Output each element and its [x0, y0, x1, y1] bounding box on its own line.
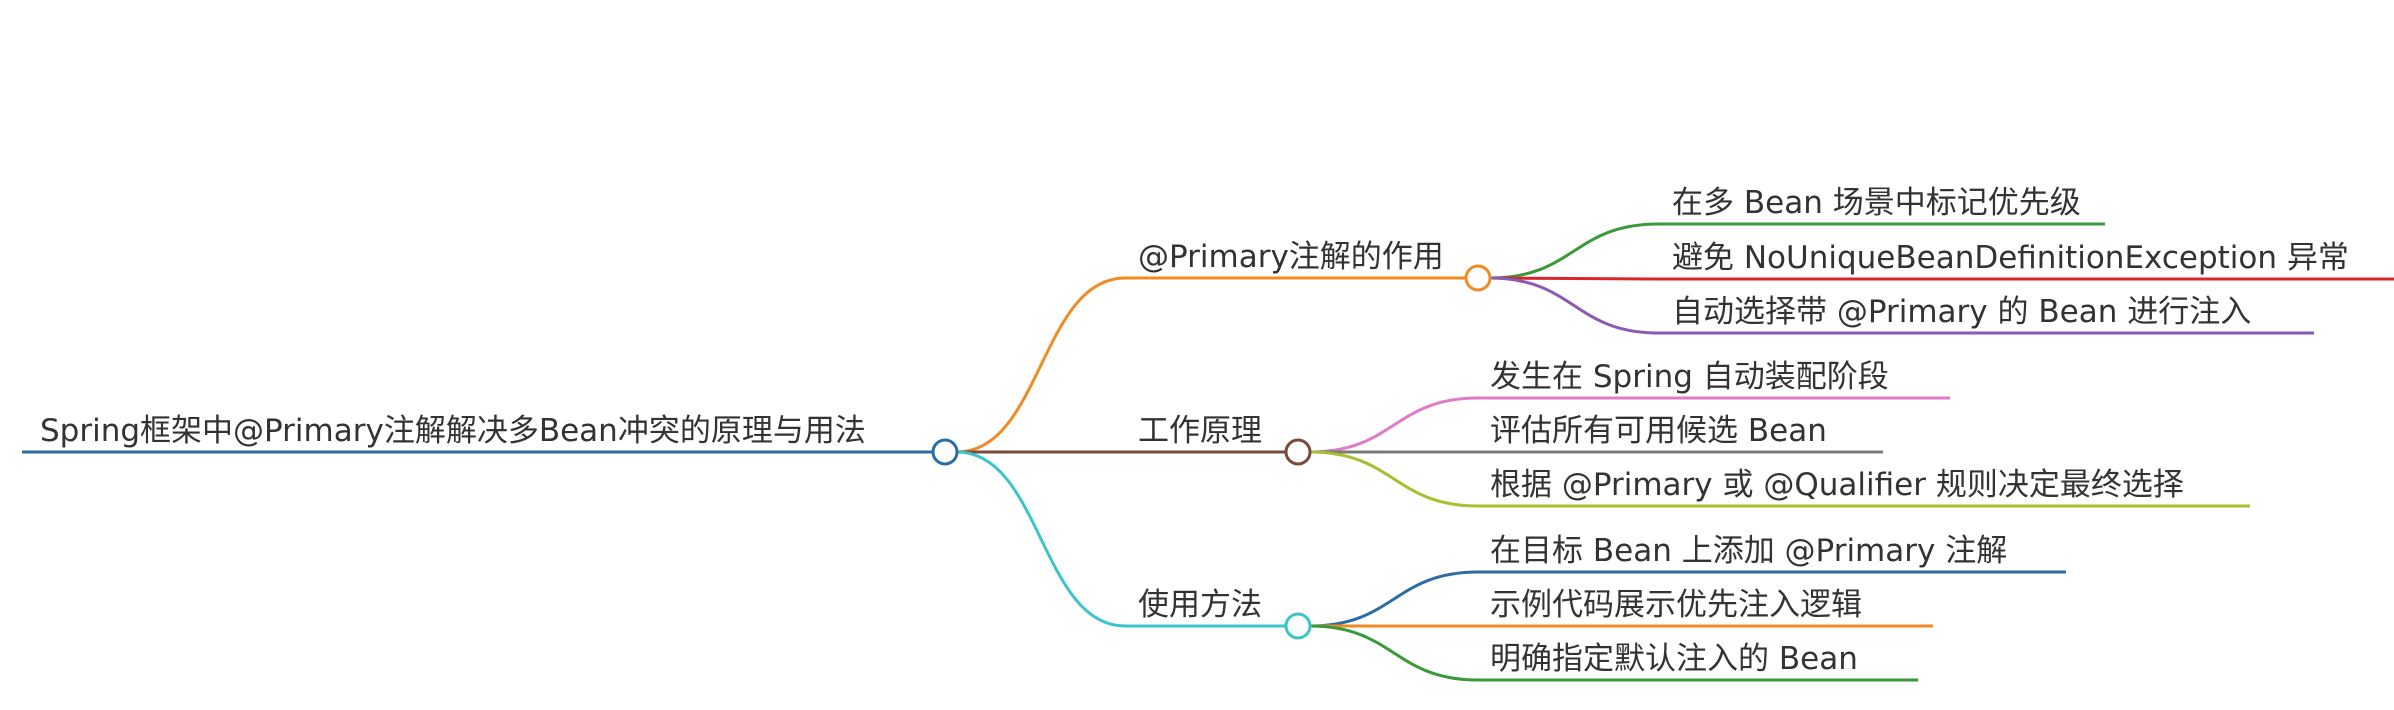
leaf-node[interactable]: 示例代码展示优先注入逻辑 — [1478, 587, 1933, 628]
leaf-node[interactable]: 在目标 Bean 上添加 @Primary 注解 — [1478, 533, 2066, 574]
leaf-node[interactable]: 自动选择带 @Primary 的 Bean 进行注入 — [1658, 294, 2314, 335]
branch-to-leaf-link — [1489, 222, 1659, 280]
branch-label-usage: 使用方法 — [1138, 587, 1262, 623]
branch-to-leaf-link — [1489, 276, 1659, 335]
branch-to-leaf-link — [1309, 396, 1479, 454]
root-to-branch-link — [956, 276, 1126, 454]
leaf-label: 评估所有可用候选 Bean — [1490, 413, 1827, 449]
branch-node-principle[interactable]: 工作原理 — [1125, 413, 1312, 466]
root-to-branch-link — [956, 450, 1126, 628]
leaf-label: 自动选择带 @Primary 的 Bean 进行注入 — [1672, 294, 2251, 330]
branch-node-function[interactable]: @Primary注解的作用 — [1125, 239, 1492, 292]
mindmap-links — [956, 222, 1659, 682]
leaf-label: 在多 Bean 场景中标记优先级 — [1672, 185, 2081, 221]
branch-label-principle: 工作原理 — [1138, 413, 1262, 449]
leaf-node[interactable]: 评估所有可用候选 Bean — [1478, 413, 1883, 454]
branch-to-leaf-link — [1489, 276, 1659, 281]
leaf-node[interactable]: 明确指定默认注入的 Bean — [1478, 641, 1918, 682]
leaf-label: 避免 NoUniqueBeanDefinitionException 异常 — [1672, 240, 2349, 276]
leaf-node[interactable]: 发生在 Spring 自动装配阶段 — [1478, 359, 1950, 400]
branch-to-leaf-link — [1309, 624, 1479, 682]
branch-node-usage[interactable]: 使用方法 — [1125, 587, 1312, 640]
branch-node-circle[interactable] — [1464, 264, 1492, 292]
root-node[interactable]: Spring框架中@Primary注解解决多Bean冲突的原理与用法 — [22, 413, 959, 466]
leaf-label: 根据 @Primary 或 @Qualifier 规则决定最终选择 — [1490, 467, 2184, 503]
branch-to-leaf-link — [1309, 570, 1479, 628]
leaf-label: 示例代码展示优先注入逻辑 — [1490, 587, 1862, 623]
leaf-node[interactable]: 避免 NoUniqueBeanDefinitionException 异常 — [1658, 240, 2394, 281]
leaf-node[interactable]: 在多 Bean 场景中标记优先级 — [1658, 185, 2105, 226]
root-node-circle[interactable] — [931, 438, 959, 466]
branch-to-leaf-link — [1309, 450, 1479, 508]
leaf-label: 在目标 Bean 上添加 @Primary 注解 — [1490, 533, 2007, 569]
leaf-label: 发生在 Spring 自动装配阶段 — [1490, 359, 1889, 395]
leaf-label: 明确指定默认注入的 Bean — [1490, 641, 1858, 677]
branch-node-circle[interactable] — [1284, 612, 1312, 640]
leaf-node[interactable]: 根据 @Primary 或 @Qualifier 规则决定最终选择 — [1478, 467, 2250, 508]
branch-node-circle[interactable] — [1284, 438, 1312, 466]
root-label: Spring框架中@Primary注解解决多Bean冲突的原理与用法 — [40, 413, 866, 449]
branch-label-function: @Primary注解的作用 — [1138, 239, 1444, 275]
